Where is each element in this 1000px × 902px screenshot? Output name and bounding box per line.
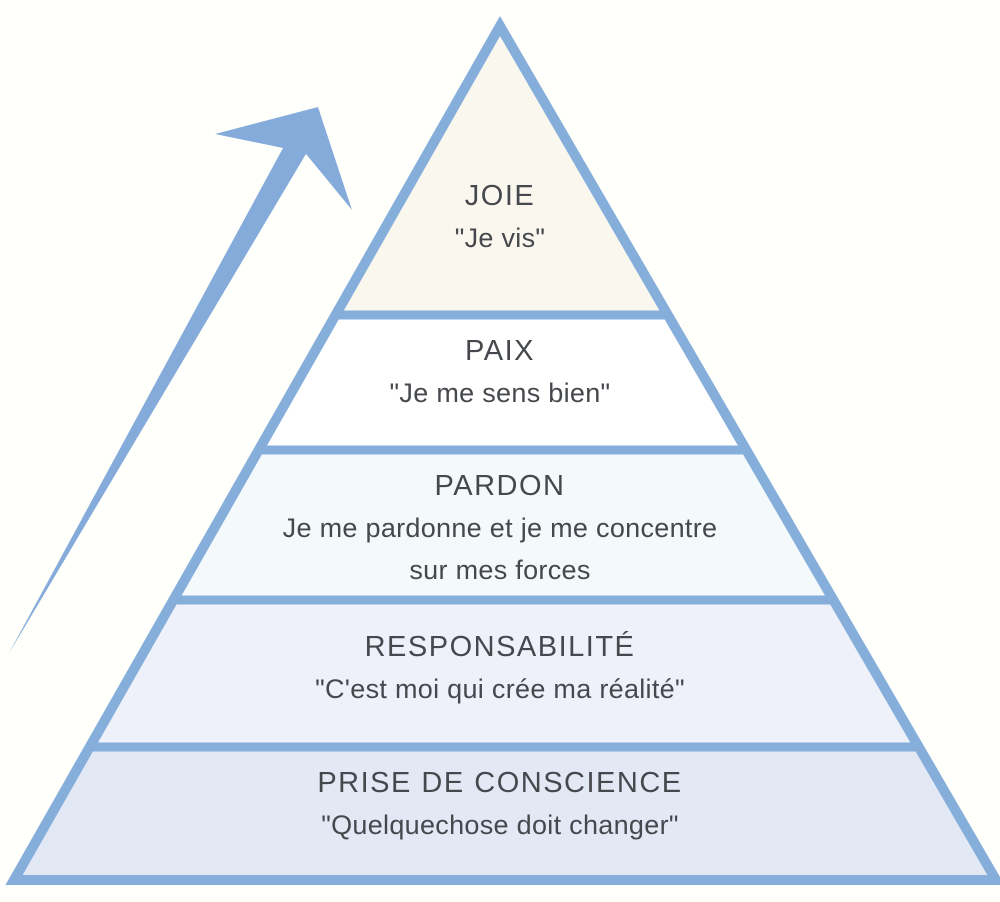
level-prise-de-conscience-shape <box>14 747 996 880</box>
pyramid-outline <box>5 15 1000 885</box>
level-paix-shape <box>259 315 744 450</box>
level-pardon-shape <box>173 450 833 600</box>
level-responsabilite-shape <box>90 600 919 747</box>
growth-arrow-icon <box>8 107 352 655</box>
level-joie-shape <box>335 26 668 315</box>
